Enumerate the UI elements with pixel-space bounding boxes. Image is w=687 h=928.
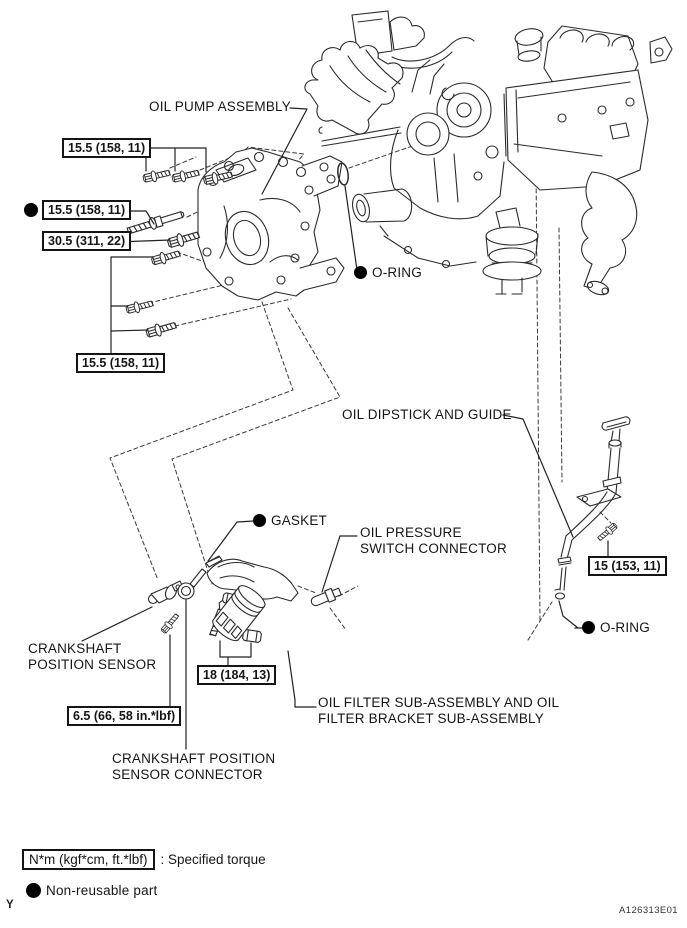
gasket-illustration — [205, 555, 223, 568]
label-crankshaft-position-sensor: CRANKSHAFT POSITION SENSOR — [28, 641, 157, 672]
leader-lines — [81, 107, 609, 750]
non-reusable-bullet — [26, 883, 41, 898]
label-oil-filter: OIL FILTER SUB-ASSEMBLY AND OIL FILTER B… — [318, 695, 560, 726]
torque-box-oil-pump-upper: 15.5 (158, 11) — [62, 138, 152, 158]
engine-illustration — [304, 10, 673, 296]
crankshaft-sensor-illustration — [147, 580, 184, 605]
page-marker: Y — [6, 899, 14, 911]
label-o-ring-lower: O-RING — [582, 620, 650, 636]
legend-torque: N*m (kgf*cm, ft.*lbf) : Specified torque — [22, 849, 266, 870]
torque-box-union-bolt: 18 (184, 13) — [197, 665, 277, 685]
non-reusable-bullet — [582, 621, 595, 634]
dipstick-illustration — [554, 416, 631, 600]
label-gasket: GASKET — [253, 513, 327, 529]
oil-filter-illustration — [206, 558, 299, 642]
non-reusable-bullet — [24, 203, 38, 217]
label-oil-pressure-switch-connector: OIL PRESSURE SWITCH CONNECTOR — [360, 525, 507, 556]
label-crankshaft-position-sensor-connector: CRANKSHAFT POSITION SENSOR CONNECTOR — [112, 751, 276, 782]
legend-torque-caption: : Specified torque — [160, 852, 266, 867]
non-reusable-bullet — [253, 514, 266, 527]
torque-box-oil-pump-stud: 15.5 (158, 11) — [42, 200, 132, 220]
o-ring-upper-text: O-RING — [372, 265, 422, 280]
bolt-icon — [166, 227, 202, 251]
o-ring-upper-illustration — [337, 162, 349, 186]
bolt-icon — [124, 297, 155, 316]
bolt-icon — [595, 521, 620, 544]
legend-torque-unit-box: N*m (kgf*cm, ft.*lbf) — [22, 849, 155, 870]
bolt-icon — [144, 318, 178, 340]
bolt-icon — [170, 166, 201, 185]
label-o-ring-upper: O-RING — [354, 265, 422, 281]
label-oil-pump-assembly: OIL PUMP ASSEMBLY — [149, 99, 291, 114]
oil-pressure-switch-illustration — [310, 587, 342, 607]
bolt-icon — [150, 247, 182, 268]
non-reusable-text: Non-reusable part — [46, 883, 158, 898]
bolt-icon — [159, 611, 182, 636]
label-oil-dipstick-and-guide: OIL DIPSTICK AND GUIDE — [342, 407, 512, 422]
figure-code: A126313E01 — [619, 905, 678, 916]
non-reusable-bullet — [354, 266, 367, 279]
bolt-set — [124, 166, 620, 637]
torque-box-oil-pump-lower: 15.5 (158, 11) — [76, 353, 166, 373]
oil-pump-illustration — [197, 147, 345, 301]
bolt-icon — [141, 166, 172, 185]
torque-box-sensor-bolt: 6.5 (66, 58 in.*lbf) — [67, 706, 182, 726]
o-ring-lower-text: O-RING — [600, 620, 650, 635]
torque-box-oil-pump-nut: 30.5 (311, 22) — [42, 231, 132, 251]
torque-box-dipstick-bolt: 15 (153, 11) — [588, 556, 667, 576]
legend-non-reusable: Non-reusable part — [26, 883, 157, 899]
sensor-connector-illustration — [177, 568, 207, 600]
gasket-text: GASKET — [271, 513, 327, 528]
stud-bolt-icon — [126, 211, 185, 235]
